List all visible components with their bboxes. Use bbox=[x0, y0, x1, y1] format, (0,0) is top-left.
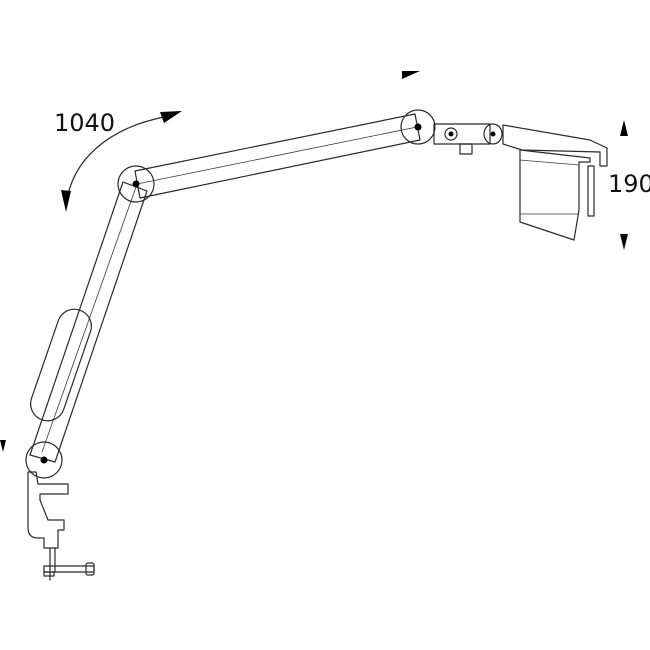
spring-housing bbox=[30, 308, 92, 422]
lamp-head bbox=[502, 124, 608, 241]
lamp-head-handle bbox=[587, 165, 595, 217]
lamp-head-body bbox=[519, 149, 591, 241]
base-joint bbox=[25, 441, 63, 479]
swivel-joint bbox=[483, 123, 503, 145]
head-joint bbox=[400, 109, 436, 145]
height-arrow-up-icon bbox=[620, 120, 628, 136]
clamp-body bbox=[27, 471, 69, 549]
reach-dimension: 1040 bbox=[54, 109, 182, 212]
head-joint-pivot-icon bbox=[414, 123, 422, 131]
base-joint-pivot-icon bbox=[40, 456, 48, 464]
reach-arrow-top-icon bbox=[160, 111, 182, 123]
elbow-joint bbox=[117, 165, 155, 203]
elbow-joint-pivot-icon bbox=[132, 180, 140, 188]
upper-arm-body bbox=[134, 113, 421, 199]
table-clamp bbox=[27, 471, 95, 581]
lower-arm-centerline bbox=[41, 186, 137, 453]
head-height-dimension: 190 bbox=[608, 120, 650, 250]
lamp-head-top-cover bbox=[502, 124, 608, 167]
clamp-handle-end bbox=[85, 562, 95, 576]
reach-dimension-label: 1040 bbox=[54, 109, 115, 137]
head-connector bbox=[433, 123, 503, 155]
connector-pivot-dot-icon bbox=[448, 131, 454, 137]
connector-lock bbox=[459, 143, 473, 155]
connector-bar bbox=[433, 123, 491, 145]
connector-pivot bbox=[444, 127, 458, 141]
lower-arm bbox=[29, 181, 148, 463]
reach-dimension-arc bbox=[65, 116, 165, 206]
clamp-handle-knob bbox=[43, 571, 55, 577]
lamp-head-rim bbox=[519, 159, 580, 166]
swivel-joint-dot-icon bbox=[490, 131, 496, 137]
upper-arm-centerline bbox=[136, 126, 418, 185]
left-marker-arrow-icon bbox=[0, 440, 6, 452]
upper-arm bbox=[134, 113, 421, 199]
reach-arrow-bottom-icon bbox=[61, 190, 71, 212]
top-marker-arrow-icon bbox=[402, 71, 420, 79]
head-height-dimension-label: 190 bbox=[608, 170, 650, 198]
height-arrow-down-icon bbox=[620, 234, 628, 250]
